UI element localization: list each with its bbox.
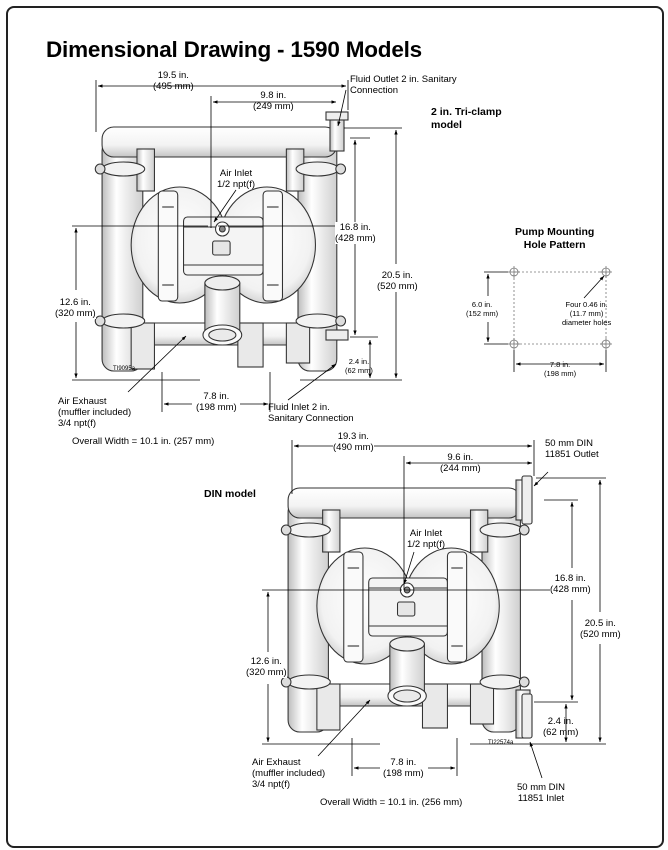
- din-overall-width: Overall Width = 10.1 in. (256 mm): [320, 797, 463, 808]
- triclamp-height-126-mm: (320 mm): [55, 308, 96, 319]
- triclamp-height-168-in: 16.8 in.: [339, 222, 371, 233]
- din-height-126-in: 12.6 in.: [250, 656, 282, 667]
- din-figure-id: TI22574a: [488, 740, 514, 746]
- triclamp-height-205-mm: (520 mm): [377, 281, 418, 292]
- din-width-half-in: 9.6 in.: [447, 452, 474, 463]
- din-height-168-mm: (428 mm): [550, 584, 591, 595]
- triclamp-width-half-in: 9.8 in.: [260, 90, 287, 101]
- din-air-exhaust-label: Air Exhaust (muffler included) 3/4 npt(f…: [252, 757, 325, 790]
- triclamp-air-exhaust-line1: Air Exhaust: [58, 396, 107, 407]
- page-title: Dimensional Drawing - 1590 Models: [46, 37, 422, 62]
- triclamp-model-label: 2 in. Tri-clamp model: [431, 106, 502, 132]
- din-width-78-in: 7.8 in.: [390, 757, 417, 768]
- din-width-half-mm: (244 mm): [440, 463, 481, 474]
- mounting-width-in: 7.8 in.: [549, 360, 571, 369]
- din-height-126-mm: (320 mm): [246, 667, 287, 678]
- din-model-label: DIN model: [204, 488, 256, 500]
- triclamp-height-205-in: 20.5 in.: [381, 270, 413, 281]
- triclamp-overall-width: Overall Width = 10.1 in. (257 mm): [72, 436, 215, 447]
- triclamp-height-24-in: 2.4 in.: [348, 357, 370, 366]
- din-height-205-in: 20.5 in.: [584, 618, 616, 629]
- triclamp-fluid-outlet-line2: Connection: [350, 85, 399, 96]
- din-outlet-line2: 11851 Outlet: [545, 449, 599, 460]
- triclamp-width-78-in: 7.8 in.: [203, 391, 230, 402]
- din-air-inlet-line2: 1/2 npt(f): [407, 539, 446, 550]
- triclamp-width-total-in: 19.5 in.: [157, 70, 189, 81]
- mounting-width-mm: (198 mm): [544, 369, 577, 378]
- triclamp-fluid-inlet-line1: Fluid Inlet 2 in.: [268, 402, 330, 413]
- din-width-78-mm: (198 mm): [383, 768, 424, 779]
- din-air-exhaust-line3: 3/4 npt(f): [252, 779, 291, 790]
- triclamp-model-label-line2: model: [431, 119, 462, 131]
- din-pump-illustration: [280, 475, 533, 739]
- din-width-total-label: 19.3 in. (490 mm): [333, 431, 374, 453]
- triclamp-height-168-mm: (428 mm): [335, 233, 376, 244]
- triclamp-fluid-inlet-line2: Sanitary Connection: [268, 413, 354, 424]
- mounting-height-in: 6.0 in.: [471, 300, 493, 309]
- triclamp-air-exhaust-line3: 3/4 npt(f): [58, 418, 97, 429]
- din-width-total-mm: (490 mm): [333, 442, 374, 453]
- triclamp-fluid-inlet-label: Fluid Inlet 2 in. Sanitary Connection: [268, 402, 354, 424]
- din-width-78-label: 7.8 in. (198 mm): [383, 757, 424, 779]
- triclamp-air-exhaust-line2: (muffler included): [58, 407, 132, 418]
- din-inlet-line2: 11851 Inlet: [517, 793, 565, 804]
- triclamp-width-half-mm: (249 mm): [253, 101, 294, 112]
- triclamp-height-205-label: 20.5 in. (520 mm): [377, 270, 418, 292]
- mounting-holes-line1: Four 0.46 in.: [565, 300, 608, 309]
- triclamp-height-24-mm: (62 mm): [345, 366, 373, 375]
- din-air-inlet-line1: Air Inlet: [409, 528, 443, 539]
- triclamp-height-126-in: 12.6 in.: [59, 297, 91, 308]
- din-height-168-in: 16.8 in.: [554, 573, 586, 584]
- triclamp-air-inlet-line2: 1/2 npt(f): [217, 179, 256, 190]
- din-air-inlet-label: Air Inlet 1/2 npt(f): [407, 528, 445, 550]
- mounting-heading: Pump Mounting Hole Pattern: [515, 226, 594, 252]
- mounting-holes-line3: diameter holes: [562, 318, 612, 327]
- mounting-width-label: 7.8 in. (198 mm): [544, 360, 576, 378]
- mounting-holes-line2: (11.7 mm): [569, 309, 604, 318]
- triclamp-air-inlet-label: Air Inlet 1/2 npt(f): [217, 168, 255, 190]
- din-height-168-label: 16.8 in. (428 mm): [550, 573, 591, 595]
- din-height-24-in: 2.4 in.: [547, 716, 574, 727]
- triclamp-height-168-label: 16.8 in. (428 mm): [335, 222, 376, 244]
- din-height-24-label: 2.4 in. (62 mm): [543, 716, 578, 738]
- triclamp-width-total-label: 19.5 in. (495 mm): [153, 70, 194, 92]
- mounting-hole-pattern: [484, 266, 612, 372]
- triclamp-width-78-mm: (198 mm): [196, 402, 237, 413]
- triclamp-height-24-label: 2.4 in. (62 mm): [345, 357, 373, 375]
- page-frame: [6, 6, 664, 848]
- din-inlet-label: 50 mm DIN 11851 Inlet: [517, 782, 565, 804]
- din-height-205-mm: (520 mm): [580, 629, 621, 640]
- din-air-exhaust-line1: Air Exhaust: [252, 757, 301, 768]
- din-height-126-label: 12.6 in. (320 mm): [246, 656, 287, 678]
- mounting-height-label: 6.0 in. (152 mm): [466, 300, 499, 318]
- triclamp-fluid-outlet-label: Fluid Outlet 2 in. Sanitary Connection: [350, 74, 457, 96]
- triclamp-width-half-label: 9.8 in. (249 mm): [253, 90, 294, 112]
- triclamp-fluid-outlet-line1: Fluid Outlet 2 in. Sanitary: [350, 74, 457, 85]
- din-outlet-line1: 50 mm DIN: [545, 438, 594, 449]
- triclamp-pump-illustration: [94, 111, 349, 372]
- triclamp-air-exhaust-label: Air Exhaust (muffler included) 3/4 npt(f…: [58, 396, 131, 429]
- mounting-holes-label: Four 0.46 in. (11.7 mm) diameter holes: [562, 300, 611, 327]
- din-dimension-lines: [262, 440, 606, 779]
- triclamp-width-78-label: 7.8 in. (198 mm): [196, 391, 237, 413]
- mounting-height-mm: (152 mm): [466, 309, 499, 318]
- mounting-heading-line2: Hole Pattern: [523, 239, 586, 251]
- din-width-half-label: 9.6 in. (244 mm): [440, 452, 481, 474]
- triclamp-width-total-mm: (495 mm): [153, 81, 194, 92]
- triclamp-height-126-label: 12.6 in. (320 mm): [55, 297, 96, 319]
- mounting-heading-line1: Pump Mounting: [515, 226, 595, 238]
- din-height-205-label: 20.5 in. (520 mm): [580, 618, 621, 640]
- triclamp-figure-id: TI9095a: [113, 366, 136, 372]
- triclamp-air-inlet-line1: Air Inlet: [219, 168, 253, 179]
- din-width-total-in: 19.3 in.: [337, 431, 369, 442]
- din-outlet-label: 50 mm DIN 11851 Outlet: [545, 438, 599, 460]
- din-air-exhaust-line2: (muffler included): [252, 768, 326, 779]
- triclamp-model-label-line1: 2 in. Tri-clamp: [431, 106, 502, 118]
- din-inlet-line1: 50 mm DIN: [517, 782, 566, 793]
- din-height-24-mm: (62 mm): [543, 727, 579, 738]
